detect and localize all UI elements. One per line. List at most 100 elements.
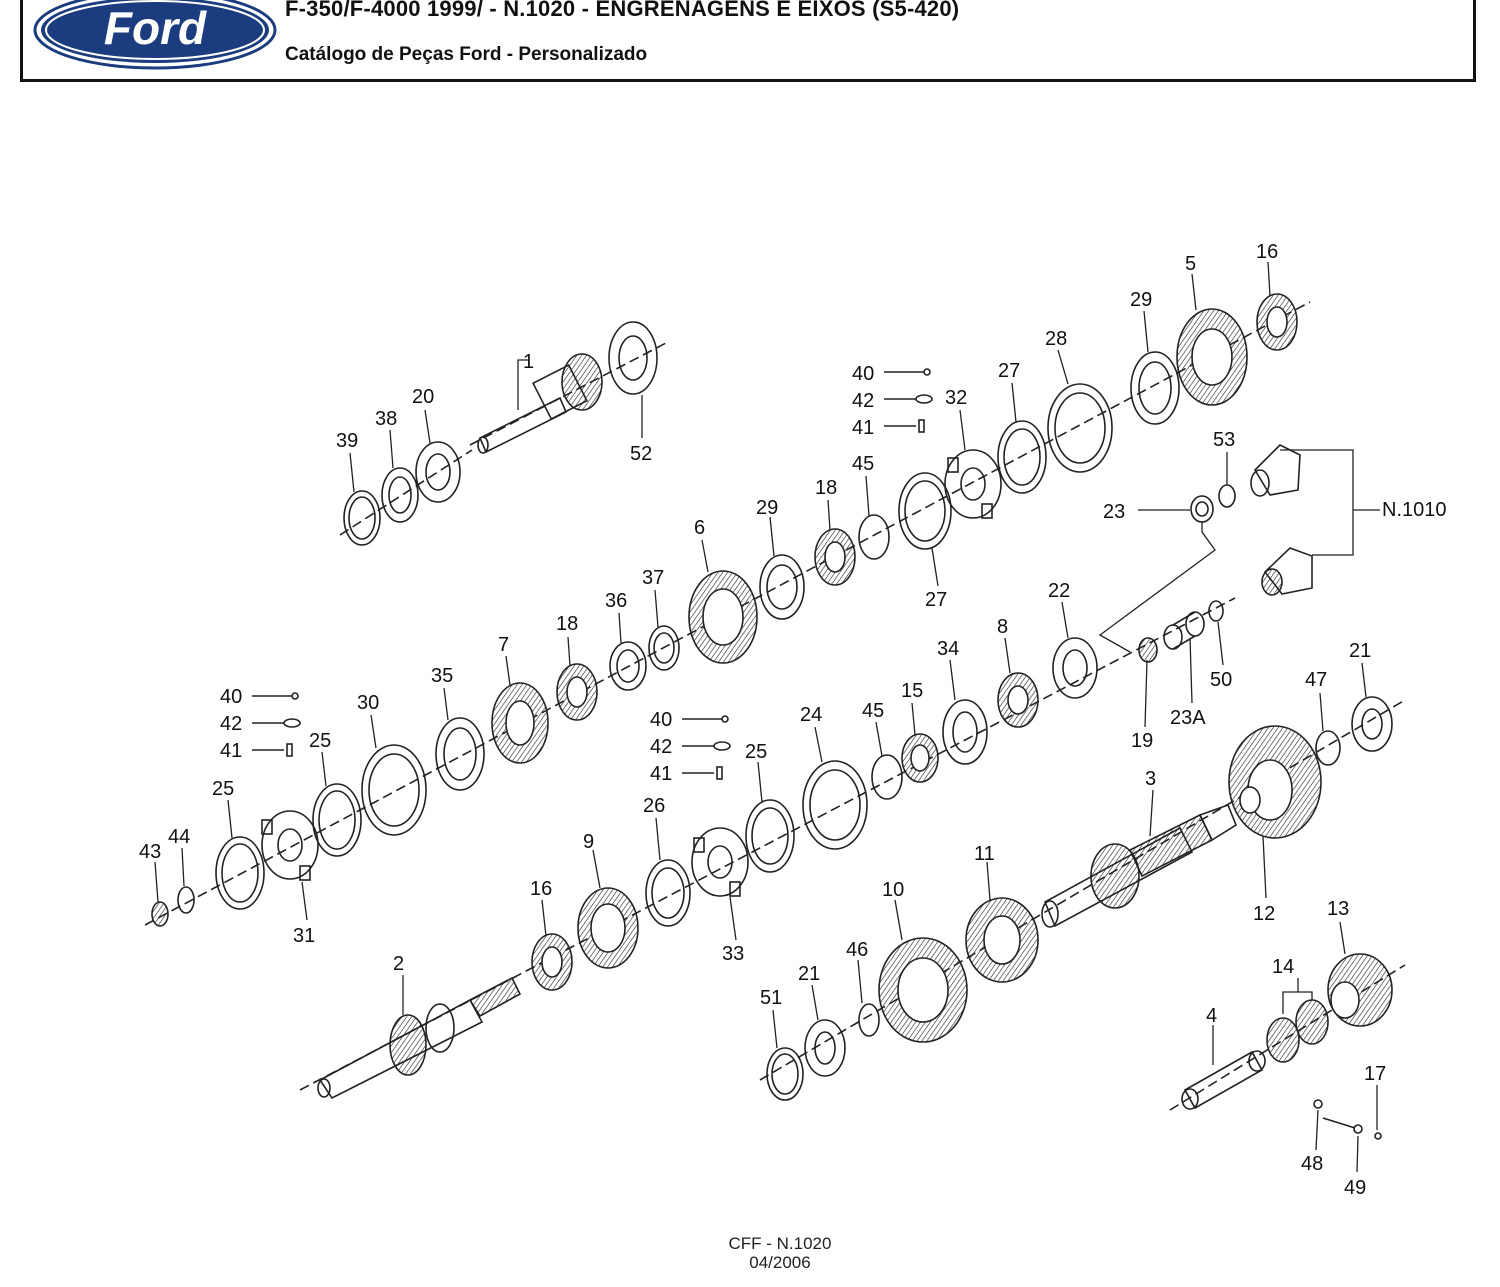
label-27-lower: 27	[925, 589, 947, 611]
part-27-ring-b	[997, 420, 1047, 494]
part-9-gear	[577, 887, 639, 969]
label-32: 32	[945, 387, 967, 409]
label-50: 50	[1210, 669, 1232, 691]
label-14: 14	[1272, 956, 1294, 978]
part-17-clip	[1374, 1132, 1382, 1140]
n1010-flange-lower	[1261, 547, 1313, 596]
part-21-bearing-b	[1351, 696, 1393, 752]
label-6: 6	[694, 517, 705, 539]
label-47: 47	[1305, 669, 1327, 691]
part-34-ring	[942, 699, 988, 765]
label-25-left-a: 25	[212, 778, 234, 800]
label-9: 9	[583, 831, 594, 853]
part-30-sleeve	[361, 744, 427, 836]
part-16-needle-bearing-b	[531, 933, 573, 991]
part-18-needle-bearing-b	[814, 528, 856, 586]
label-18-upper: 18	[815, 477, 837, 499]
label-21-lower: 21	[798, 963, 820, 985]
part-45-snap-ring-b	[871, 754, 903, 800]
part-12-gear	[1228, 725, 1322, 839]
part-8-bearing	[997, 672, 1039, 728]
label-4: 4	[1206, 1005, 1217, 1027]
part-37-washer	[648, 625, 680, 671]
label-17: 17	[1364, 1063, 1386, 1085]
part-47-ring	[1315, 730, 1341, 766]
detent-group-right	[884, 368, 933, 433]
part-26-ring	[645, 859, 691, 927]
logo-text: Ford	[104, 2, 207, 54]
part-15-needle-bearing	[901, 733, 939, 783]
part-33-synchro-hub	[691, 827, 749, 897]
label-21-right: 21	[1349, 640, 1371, 662]
label-23a: 23A	[1170, 707, 1206, 729]
part-35-ring	[435, 717, 485, 791]
label-49: 49	[1344, 1177, 1366, 1199]
label-41-mid: 41	[650, 763, 672, 785]
label-45-upper: 45	[852, 453, 874, 475]
part-2-mainshaft	[317, 976, 522, 1100]
part-46-ring	[858, 1003, 880, 1037]
footer-code: CFF - N.1020 04/2006	[715, 1234, 845, 1272]
detent-group-left	[252, 692, 301, 757]
label-3: 3	[1145, 768, 1156, 790]
part-29-ring-a	[759, 554, 805, 620]
page-title: F-350/F-4000 1999/ - N.1020 - ENGRENAGEN…	[285, 0, 960, 21]
label-25-mid: 25	[745, 741, 767, 763]
label-46: 46	[846, 939, 868, 961]
ford-logo: Ford	[33, 0, 277, 70]
label-40-mid: 40	[650, 709, 672, 731]
label-12: 12	[1253, 903, 1275, 925]
label-34: 34	[937, 638, 959, 660]
label-38: 38	[375, 408, 397, 430]
label-8: 8	[997, 616, 1008, 638]
label-18-mid: 18	[556, 613, 578, 635]
part-23-bushing	[1190, 495, 1214, 523]
label-10: 10	[882, 879, 904, 901]
label-30: 30	[357, 692, 379, 714]
part-5-gear	[1176, 308, 1248, 406]
part-23a-sleeve	[1163, 611, 1205, 650]
label-31: 31	[293, 925, 315, 947]
label-13: 13	[1327, 898, 1349, 920]
part-19-nut	[1138, 637, 1158, 663]
part-25-ring-b	[312, 783, 362, 857]
label-44: 44	[168, 826, 190, 848]
label-45-mid: 45	[862, 700, 884, 722]
label-15: 15	[901, 680, 923, 702]
label-41-left: 41	[220, 740, 242, 762]
label-16-upper: 16	[1256, 241, 1278, 263]
part-20-bearing	[415, 441, 461, 503]
part-16-needle-bearing-a	[1256, 293, 1298, 351]
label-16-lower: 16	[530, 878, 552, 900]
part-27-ring-a	[898, 472, 952, 550]
label-5: 5	[1185, 253, 1196, 275]
label-37: 37	[642, 567, 664, 589]
part-6-gear	[688, 570, 758, 664]
part-32-synchro-hub	[944, 449, 1002, 519]
part-38-ring	[381, 467, 419, 523]
label-24: 24	[800, 704, 822, 726]
footer-ref: CFF - N.1020	[728, 1234, 832, 1253]
label-52: 52	[630, 443, 652, 465]
part-13-reverse-gear	[1327, 953, 1393, 1027]
label-29-mid: 29	[756, 497, 778, 519]
part-43-nut	[151, 901, 169, 927]
label-51: 51	[760, 987, 782, 1009]
header-box: Ford F-350/F-4000 1999/ - N.1020 - ENGRE…	[20, 0, 1476, 82]
part-52-bearing	[608, 321, 658, 395]
part-31-synchro-hub	[261, 810, 319, 881]
label-n1010: N.1010	[1382, 499, 1447, 521]
label-40-right: 40	[852, 363, 874, 385]
part-1-input-shaft	[477, 353, 603, 454]
label-23: 23	[1103, 501, 1125, 523]
part-24-sleeve	[802, 760, 868, 850]
label-42-right: 42	[852, 390, 874, 412]
label-48: 48	[1301, 1153, 1323, 1175]
callout-labels: 1 52 20 38 39 40 42 41 32 27 28 29 5 16 …	[139, 241, 1447, 1199]
detent-group-middle	[682, 715, 731, 780]
label-33: 33	[722, 943, 744, 965]
part-39-ring	[343, 490, 381, 546]
part-7-gear	[491, 682, 549, 764]
part-4-idler-shaft	[1181, 1050, 1266, 1110]
